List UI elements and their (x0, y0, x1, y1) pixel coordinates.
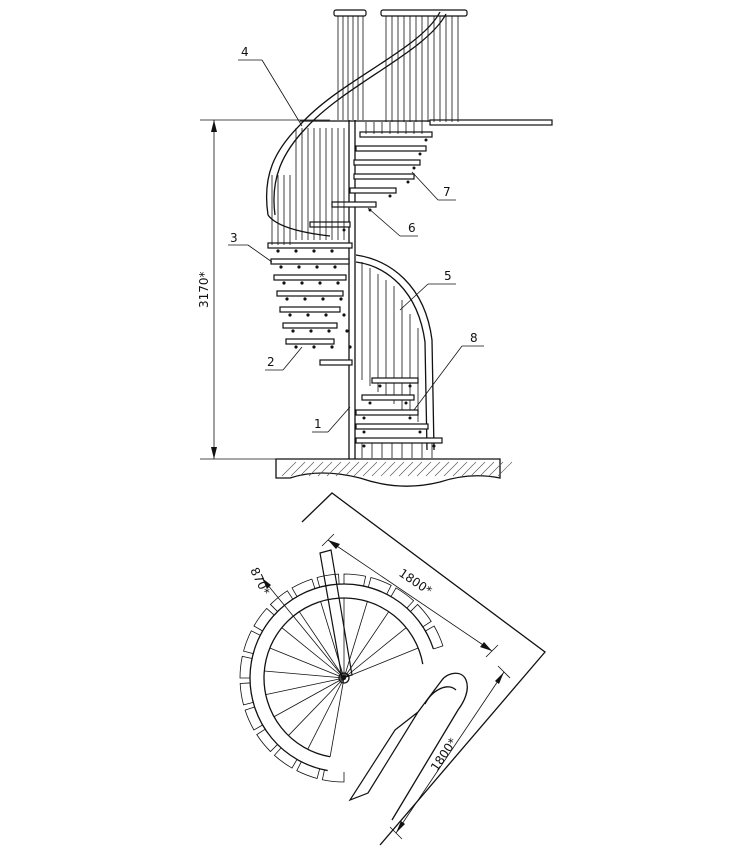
tread (371, 377, 419, 384)
tread (359, 131, 433, 138)
plan-width-dimension: 1800* (321, 533, 499, 658)
tread-edge (343, 611, 390, 679)
rail-segment (291, 578, 316, 597)
entry-run (348, 672, 468, 821)
tread-edge (298, 611, 345, 679)
tread-edge (288, 677, 345, 736)
tread-edge (265, 677, 345, 696)
tread (355, 409, 419, 416)
callout-5: 5 (444, 269, 452, 283)
callout-1: 1 (314, 417, 322, 431)
left-treads (267, 242, 353, 366)
plan-handrail (239, 573, 444, 783)
tread (353, 173, 415, 180)
rail-segment (367, 577, 392, 595)
rail-segment (244, 706, 263, 731)
plan-view: 1800* 1800* (239, 492, 546, 846)
tread (319, 359, 353, 366)
tread (361, 394, 415, 401)
floor-slab (275, 458, 513, 487)
lower-handrail (355, 254, 435, 451)
left-balusters (271, 128, 345, 245)
plan-center-column (338, 672, 350, 684)
callouts: 4 3 2 1 6 7 5 8 (228, 45, 484, 433)
tread (349, 187, 397, 194)
tread-edge (343, 601, 368, 679)
tread-edge (273, 677, 345, 718)
tread (267, 242, 353, 249)
plan-width-label: 1800* (396, 566, 434, 598)
tread (270, 258, 350, 265)
rail-segment (273, 747, 298, 769)
tread-edge (307, 677, 345, 750)
tread (355, 145, 427, 152)
upper-treads (309, 122, 433, 232)
tread (309, 221, 351, 228)
central-column (348, 120, 356, 459)
tread-edge (343, 647, 419, 679)
upper-landing (300, 119, 553, 126)
plan-treads (263, 597, 424, 758)
rail-segment (269, 590, 294, 612)
tread (276, 290, 344, 297)
tread (355, 437, 443, 444)
tread (331, 201, 377, 208)
rail-segment (316, 573, 340, 588)
stairwell-outline (301, 492, 546, 846)
height-dim-label: 3170* (197, 271, 211, 308)
tread-edge (264, 670, 345, 679)
tread-edge (320, 601, 345, 679)
rail-segment (410, 603, 432, 628)
plan-radius-label: 870* (247, 565, 272, 597)
callout-4: 4 (241, 45, 249, 59)
tread (282, 322, 338, 329)
rail-segment (425, 625, 444, 650)
upper-balusters (333, 9, 468, 122)
tread (279, 306, 341, 313)
rail-segment (239, 655, 253, 679)
tread (285, 338, 335, 345)
rail-segment (243, 630, 261, 655)
callout-7: 7 (443, 185, 451, 199)
rail-segment (296, 761, 321, 779)
tread-edge (343, 627, 407, 679)
height-dimension: 3170* (197, 119, 330, 460)
rail-segment (343, 573, 367, 587)
elevation-view: 3170* 4 3 2 1 6 7 5 (197, 9, 553, 487)
tread-edge (329, 677, 345, 757)
tread (273, 274, 347, 281)
tread (353, 159, 421, 166)
callout-2: 2 (267, 355, 275, 369)
lower-treads (355, 377, 443, 458)
tread (355, 423, 429, 430)
rail-segment (390, 587, 415, 609)
rail-segment (321, 769, 345, 783)
callout-8: 8 (470, 331, 478, 345)
rail-segment (239, 682, 254, 706)
tread-edge (281, 627, 345, 679)
tread-edge (269, 647, 345, 679)
callout-6: 6 (408, 221, 416, 235)
rail-segment (256, 728, 278, 753)
callout-3: 3 (230, 231, 238, 245)
rail-segment (253, 607, 275, 632)
plan-depth-label: 1800* (428, 736, 460, 774)
